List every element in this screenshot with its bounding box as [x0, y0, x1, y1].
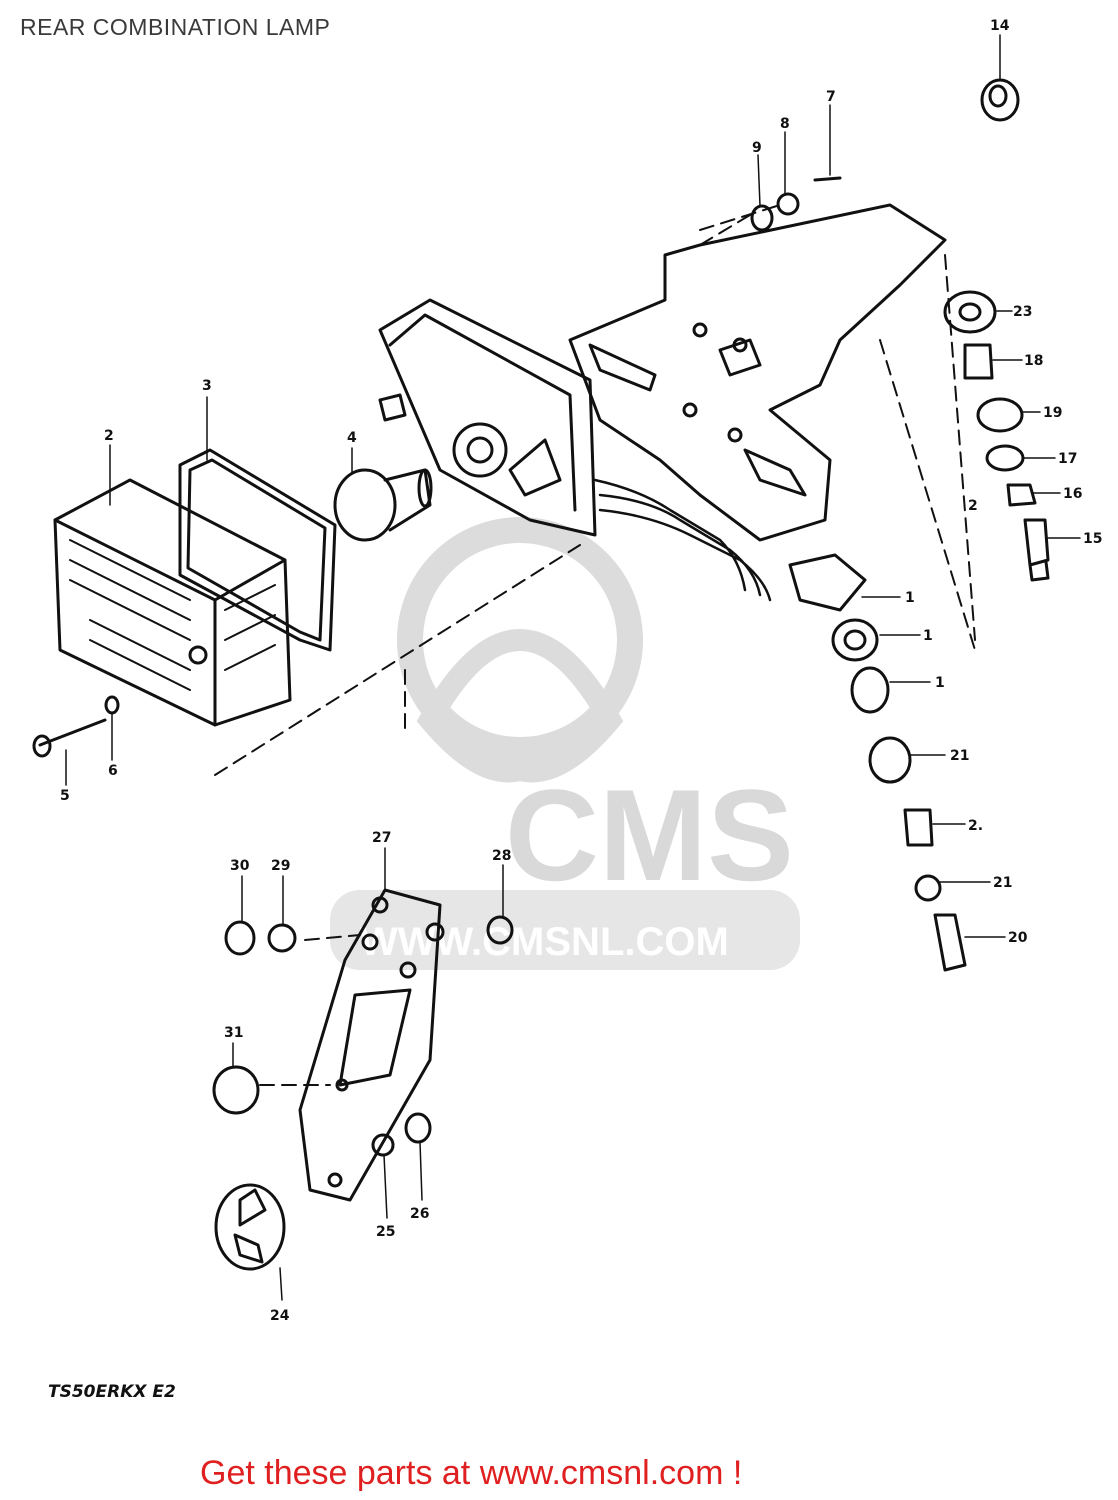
callout-30: 30: [230, 858, 250, 874]
callout-26: 26: [410, 1206, 429, 1222]
callout-14: 14: [990, 18, 1010, 34]
callout-9: 9: [752, 140, 762, 156]
plate-bracket: [298, 888, 445, 1202]
callout-15: 15: [1083, 531, 1102, 547]
lamp-gasket: [178, 448, 337, 652]
callout-2: 2: [104, 428, 114, 444]
callout-27: 27: [372, 830, 391, 846]
callout-17: 17: [1058, 451, 1077, 467]
callout-6: 6: [108, 763, 118, 779]
callout-1c: 1: [935, 675, 945, 691]
rear-fender-bracket: [568, 203, 947, 542]
hardware-top: [750, 78, 1050, 582]
callout-1a: 1: [905, 590, 915, 606]
callout-3: 3: [202, 378, 212, 394]
watermark: CMS WWW.CMSNL.COM: [330, 517, 800, 970]
lamp-wires: [593, 478, 772, 602]
callout-8: 8: [780, 116, 790, 132]
callout-16: 16: [1063, 486, 1082, 502]
callout-21: 21: [993, 875, 1012, 891]
leader-lines: [65, 34, 1081, 1301]
watermark-url: WWW.CMSNL.COM: [360, 920, 729, 964]
callout-24: 24: [270, 1308, 290, 1324]
callout-5: 5: [60, 788, 70, 804]
lamp-housing: [378, 298, 597, 537]
page-title: REAR COMBINATION LAMP: [20, 14, 331, 40]
get-parts-link[interactable]: Get these parts at www.cmsnl.com !: [200, 1454, 743, 1492]
callout-2-right: 2: [968, 498, 978, 514]
callout-31: 31: [224, 1025, 243, 1041]
watermark-brand: CMS: [505, 762, 794, 908]
callout-21-mid: 21: [950, 748, 969, 764]
hardware-lens-screw: [32, 695, 120, 758]
hardware-mid: [788, 553, 967, 972]
lamp-bulb: [333, 468, 433, 542]
assembly-lines: [214, 204, 976, 1086]
lamp-lens: [53, 478, 292, 727]
callout-25: 25: [376, 1224, 395, 1240]
callout-7: 7: [826, 89, 836, 105]
callout-1b: 1: [923, 628, 933, 644]
callout-29: 29: [271, 858, 290, 874]
callout-4: 4: [347, 430, 357, 446]
model-code: TS50ERKX E2: [48, 1382, 176, 1402]
callout-18: 18: [1024, 353, 1043, 369]
callout-23: 23: [1013, 304, 1032, 320]
callout-19: 19: [1043, 405, 1062, 421]
callout-28: 28: [492, 848, 511, 864]
callout-2-dot: 2.: [968, 818, 983, 834]
callout-20: 20: [1008, 930, 1028, 946]
part-callouts: 14 7 8 9 23 18 19 17 16 15 2 3 2 4 5 6 1…: [60, 18, 1102, 1324]
hardware-bottom: [212, 915, 514, 1271]
